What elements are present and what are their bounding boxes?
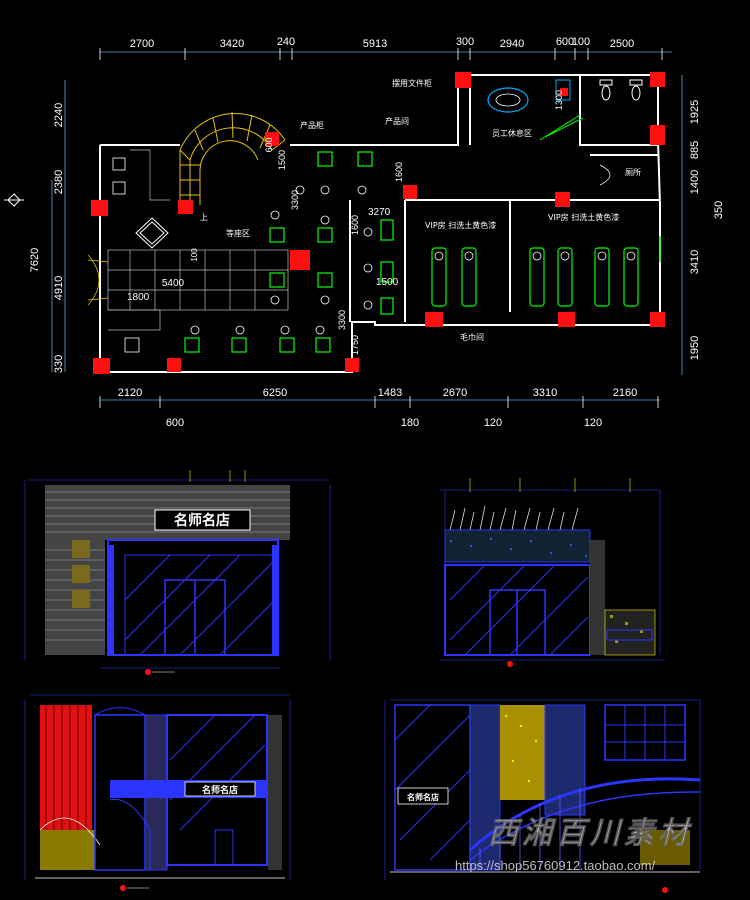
dim-bottom-2: 6250 xyxy=(263,387,287,399)
dim-top-2: 3420 xyxy=(220,38,244,50)
toilets xyxy=(599,79,643,101)
dim-top-6: 2940 xyxy=(500,38,524,50)
dim-right-3: 1400 xyxy=(689,170,701,194)
dim-bottom2-3: 120 xyxy=(484,417,502,429)
dim-top-1: 2700 xyxy=(130,38,154,50)
dim-top-8: 100 xyxy=(572,36,590,48)
floor-plan: 2700 3420 240 5913 300 2940 600 100 2500… xyxy=(4,36,725,429)
dim-inner-1750: 1750 xyxy=(350,335,360,355)
stair-up-label: 上 xyxy=(200,213,208,222)
dim-bottom-4: 2670 xyxy=(443,387,467,399)
dim-right-6: 350 xyxy=(713,201,725,219)
dim-right-1: 1925 xyxy=(689,100,701,124)
dim-inner-3300: 3300 xyxy=(290,190,300,210)
label-waiting-area: 等座区 xyxy=(226,228,250,238)
dim-inner-600: 600 xyxy=(264,137,274,152)
elev-c-sign: 名师名店 xyxy=(202,784,238,796)
label-vip2: VIP房 扫洗土黄色漆 xyxy=(548,212,619,222)
dim-left-1: 2240 xyxy=(53,103,65,127)
dim-left-4: 4910 xyxy=(53,276,65,300)
dim-bottom2-1: 600 xyxy=(166,417,184,429)
dim-right-2: 885 xyxy=(689,141,701,159)
dim-left-2: 2380 xyxy=(53,170,65,194)
dim-left-3: 7620 xyxy=(29,248,41,272)
dim-inner-1600b: 1600 xyxy=(350,215,360,235)
dim-bottom-5: 3310 xyxy=(533,387,557,399)
spiral-staircase xyxy=(179,111,286,205)
elev-a-tiles xyxy=(72,540,90,608)
dim-top-3: 240 xyxy=(277,36,295,48)
elev-d-yellow-panel xyxy=(500,705,545,800)
elev-a-sign: 名师名店 xyxy=(174,512,230,529)
dim-inner-100: 100 xyxy=(190,248,199,262)
elev-d-sign: 名师名店 xyxy=(407,792,439,802)
elevation-c: 名师名店 xyxy=(24,694,291,891)
dim-inner-1500b: 1500 xyxy=(277,150,287,170)
elev-b-grass xyxy=(449,505,579,531)
label-product-area: 产品柜 xyxy=(300,120,324,130)
dim-top-4: 5913 xyxy=(363,38,387,50)
plants xyxy=(539,114,584,141)
label-staff-area: 员工休息区 xyxy=(492,128,532,138)
floor-medallion xyxy=(135,217,169,249)
stools xyxy=(112,157,373,353)
dim-inner-1600: 1600 xyxy=(394,162,404,182)
dim-top-9: 2500 xyxy=(610,38,634,50)
dim-inner-5400: 5400 xyxy=(162,278,185,289)
plan-dimension-lines xyxy=(51,48,683,408)
dim-bottom2-4: 120 xyxy=(584,417,602,429)
label-vip1: VIP房 扫洗土黄色漆 xyxy=(425,220,496,230)
dim-bottom-6: 2160 xyxy=(613,387,637,399)
elev-a-top-ticks xyxy=(189,470,246,482)
label-storage: 摆用文件柜 xyxy=(392,78,432,88)
dim-top-5: 300 xyxy=(456,36,474,48)
plan-walls xyxy=(99,74,661,373)
salon-chairs xyxy=(184,151,394,353)
structural-columns xyxy=(91,72,665,374)
label-product-room: 产品间 xyxy=(385,116,409,126)
dim-bottom-1: 2120 xyxy=(118,387,142,399)
dim-right-4: 3410 xyxy=(689,250,701,274)
dim-inner-3300b: 3300 xyxy=(337,310,347,330)
dim-inner-3270: 3270 xyxy=(368,207,391,218)
staff-table xyxy=(487,79,571,113)
elevation-d: 名师名店 xyxy=(384,699,701,893)
section-marker-left xyxy=(4,193,24,207)
dim-bottom2-2: 180 xyxy=(401,417,419,429)
label-toilet: 厕所 xyxy=(625,167,641,177)
dim-right-5: 1950 xyxy=(689,336,701,360)
dim-inner-1500: 1500 xyxy=(376,277,399,288)
dim-inner-1800: 1800 xyxy=(127,292,150,303)
watermark: 西湘百川素材 https://shop56760912.taobao.com/ xyxy=(455,816,693,873)
elevation-b xyxy=(440,478,665,667)
dim-top-7: 600 xyxy=(556,36,574,48)
dim-bottom-3: 1483 xyxy=(378,387,402,399)
label-towel-room: 毛巾间 xyxy=(460,332,484,342)
wash-basins xyxy=(434,251,636,261)
vip-wash-beds xyxy=(431,247,639,307)
elev-a-section-dot xyxy=(145,669,151,675)
watermark-text: 西湘百川素材 xyxy=(488,816,693,851)
watermark-url: https://shop56760912.taobao.com/ xyxy=(455,858,656,873)
plan-details xyxy=(87,149,611,331)
dim-left-5: 330 xyxy=(53,355,65,373)
elevation-a: 名师名店 xyxy=(24,470,331,675)
dim-inner-1300: 1300 xyxy=(554,90,564,110)
